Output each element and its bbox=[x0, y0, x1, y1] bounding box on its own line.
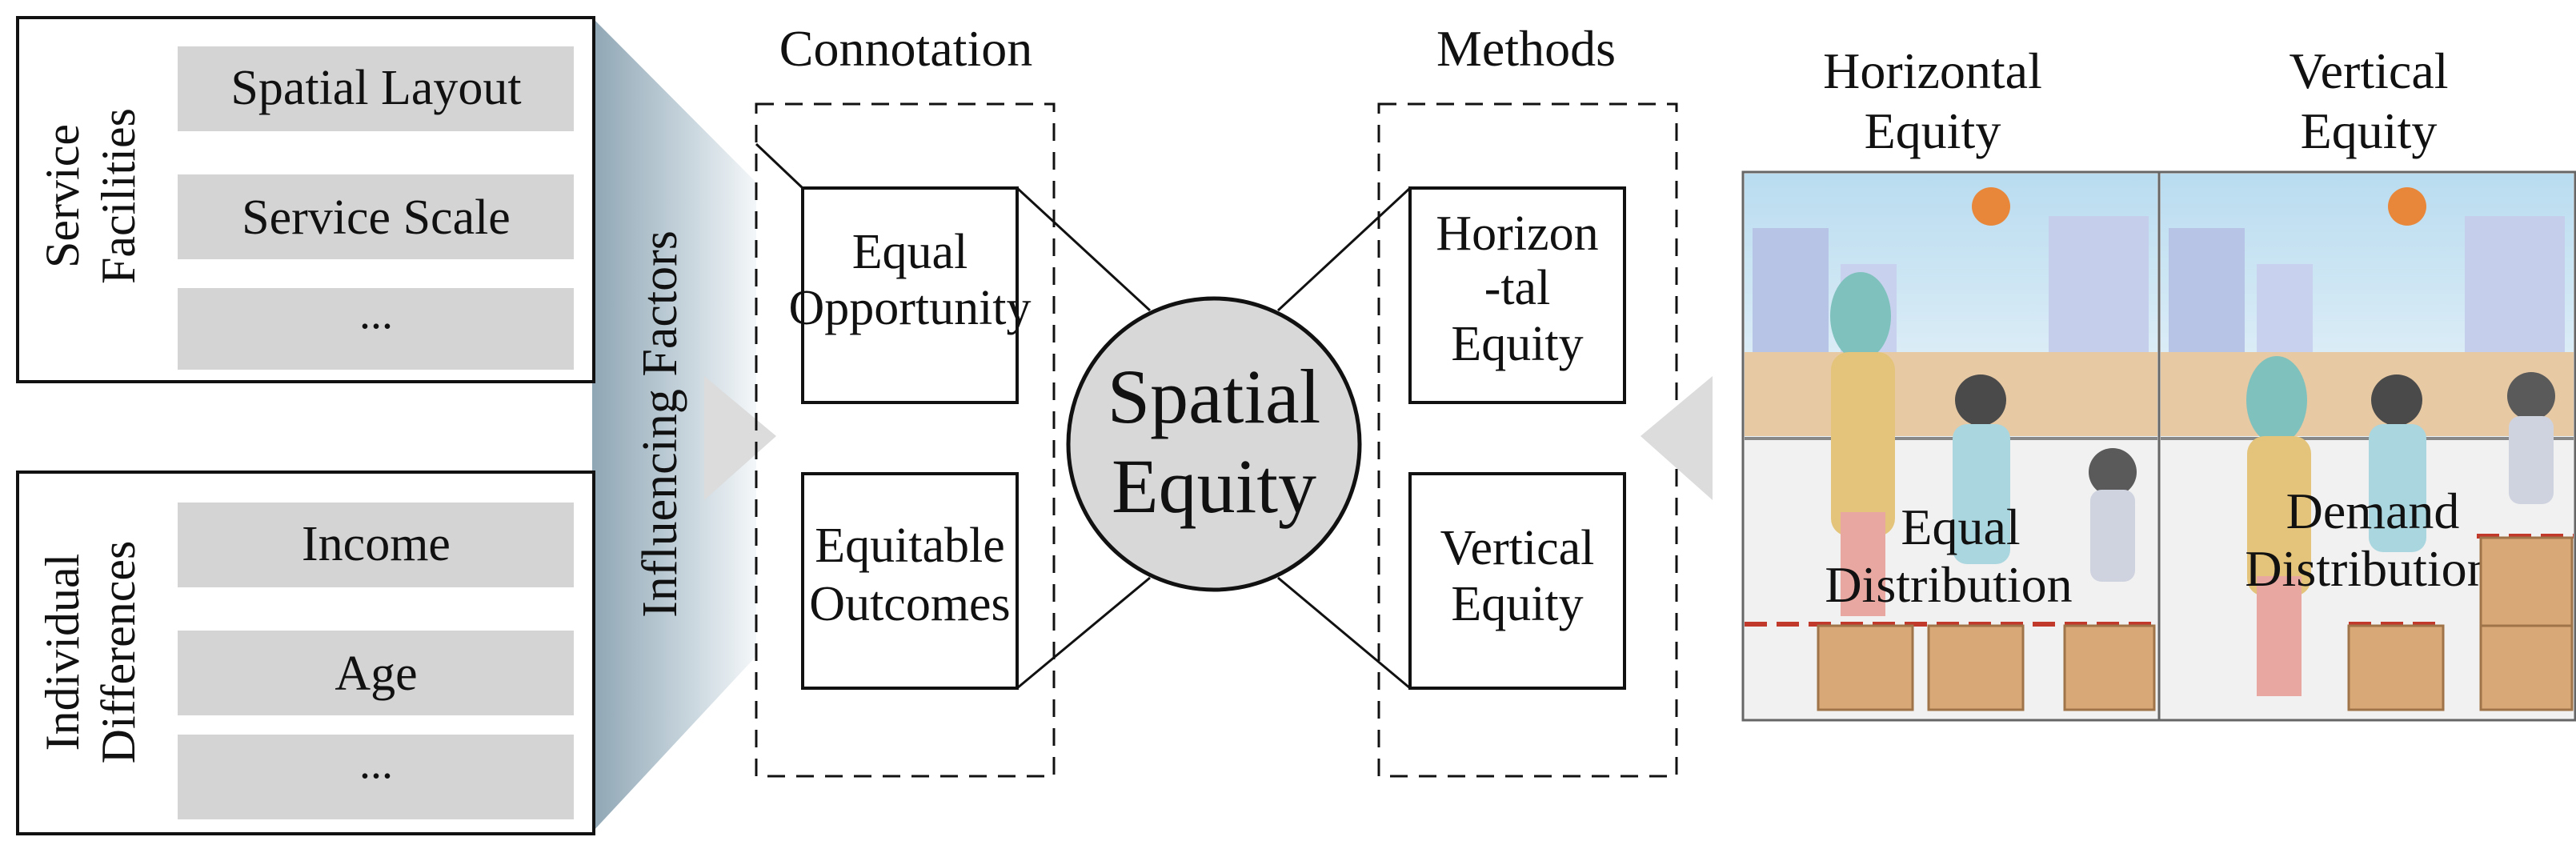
crate-icon bbox=[1817, 624, 1914, 711]
crate-icon bbox=[2347, 624, 2445, 711]
individual-differences-title-line-1: Individual bbox=[36, 554, 89, 751]
connotation-line: Outcomes bbox=[809, 577, 1010, 631]
connector-line bbox=[1016, 576, 1151, 690]
ball-icon bbox=[1972, 187, 2010, 226]
method-line: Horizon bbox=[1436, 206, 1598, 261]
connotation-line: Opportunity bbox=[788, 281, 1031, 335]
individual-differences-panel: Individual Differences Income Age ... bbox=[16, 471, 595, 835]
individual-differences-title-line-2: Differences bbox=[92, 541, 145, 764]
panel-title-vertical-line-1: Vertical bbox=[2290, 42, 2449, 99]
factor-service-scale: Service Scale bbox=[242, 190, 511, 245]
connector-line bbox=[1277, 576, 1411, 690]
factor-ellipsis: ... bbox=[359, 739, 393, 788]
methods-title: Methods bbox=[1436, 20, 1616, 77]
connector-line bbox=[755, 142, 804, 190]
crate-icon bbox=[1927, 624, 2025, 711]
connotation-line: Equitable bbox=[815, 519, 1005, 573]
factor-box bbox=[178, 174, 574, 259]
service-facilities-title-line-2: Facilities bbox=[92, 108, 145, 284]
method-line: Vertical bbox=[1440, 521, 1595, 575]
factor-box bbox=[178, 503, 574, 587]
factor-ellipsis: ... bbox=[359, 289, 393, 338]
illustration-horizontal-equity: Equal Distribution bbox=[1741, 170, 2161, 722]
illustration-vertical-equity: Demand Distribution bbox=[2157, 170, 2576, 722]
panel-title-horizontal-line-1: Horizontal bbox=[1823, 42, 2042, 99]
service-facilities-panel: Service Facilities Spatial Layout Servic… bbox=[16, 16, 595, 383]
caption-line: Distribution bbox=[1825, 556, 2072, 613]
connotation-dashed-frame bbox=[755, 102, 1056, 778]
method-box-vertical-equity: Vertical Equity bbox=[1408, 472, 1626, 690]
center-label-line-2: Equity bbox=[1112, 443, 1316, 529]
connector-line bbox=[1276, 186, 1412, 312]
caption-line: Distribution bbox=[2245, 540, 2492, 597]
method-line: Equity bbox=[1451, 577, 1583, 631]
person-medium bbox=[1953, 374, 2010, 564]
factor-spatial-layout: Spatial Layout bbox=[230, 61, 521, 115]
influencing-factors-label: Influencing Factors bbox=[633, 230, 687, 618]
method-box-horizontal-equity: Horizon -tal Equity bbox=[1408, 186, 1626, 404]
factor-box bbox=[178, 288, 574, 370]
person-tall bbox=[1830, 272, 1895, 616]
connotation-title: Connotation bbox=[779, 20, 1032, 77]
arrow-right-icon bbox=[704, 376, 776, 500]
connector-line bbox=[1016, 186, 1152, 312]
arrow-left-icon bbox=[1641, 376, 1713, 500]
connotation-box-equitable-outcomes: Equitable Outcomes bbox=[801, 472, 1019, 690]
factor-income: Income bbox=[302, 517, 451, 571]
influencing-factors-funnel bbox=[592, 18, 756, 832]
crate-icon bbox=[2063, 624, 2156, 711]
center-label-line-1: Spatial bbox=[1108, 354, 1321, 439]
method-line: -tal bbox=[1484, 261, 1551, 315]
person-small bbox=[2507, 372, 2555, 504]
caption-line: Equal bbox=[1901, 499, 2020, 555]
caption-line: Demand bbox=[2286, 483, 2460, 539]
connotation-box-equal-opportunity: Equal Opportunity bbox=[788, 186, 1032, 404]
factor-age: Age bbox=[335, 647, 417, 701]
person-medium bbox=[2369, 374, 2426, 552]
ball-icon bbox=[2388, 187, 2426, 226]
person-small bbox=[2089, 448, 2137, 582]
crate-icon bbox=[2479, 624, 2574, 711]
factor-box bbox=[178, 735, 574, 819]
panel-title-horizontal-line-2: Equity bbox=[1865, 102, 2001, 159]
person-tall bbox=[2246, 356, 2311, 696]
factor-box bbox=[178, 631, 574, 715]
spatial-equity-circle: Spatial Equity bbox=[1066, 296, 1362, 592]
method-line: Equity bbox=[1451, 317, 1583, 371]
factor-box bbox=[178, 46, 574, 131]
crate-icon bbox=[2479, 536, 2574, 627]
connotation-line: Equal bbox=[852, 225, 968, 279]
panel-title-vertical-line-2: Equity bbox=[2301, 102, 2438, 159]
service-facilities-title-line-1: Service bbox=[36, 124, 89, 268]
